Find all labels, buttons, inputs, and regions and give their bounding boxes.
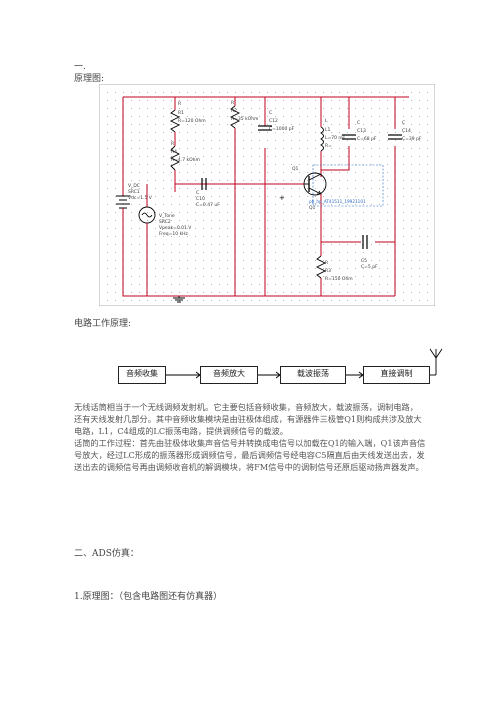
c10-value-label: C=0.47 uF [196,202,220,208]
vtone-source: V_Tone SRC2 Vpeak=0.01 V Freq=10 kHz [138,196,192,237]
r4-resistor: R R4 R=4.7 kOhm [169,141,200,171]
c10-name-label: C10 [196,196,205,202]
l1-value-label: L=70 nH [325,135,345,141]
block-diagram-arrows [165,348,443,379]
c12-value-label: C=1000 pF [269,126,295,132]
section-heading-ads: 二、ADS仿真： [74,549,139,559]
r3-type-label: R [325,260,328,266]
c10-type-label: C [196,190,199,196]
c14-capacitor: C C14 C=39 pF [388,120,422,142]
r1-resistor: R R1 R=120 Ohm [169,101,206,133]
l1-name-label: L1 [325,127,331,133]
r3-name-label: R3 [325,268,331,274]
c13-value-label: C=68 pF [357,136,377,142]
c14-name-label: C14 [402,128,411,134]
l1-type-label: L [325,118,328,124]
description-paragraph-1: 无线话筒相当于一个无线调频发射机。它主要包括音频收集，音频放大，载波振荡，调制电… [74,402,422,436]
vdc-name-label: SRC1 [128,189,140,195]
r1-name-label: R1 [178,110,184,116]
r2-value-label: R=35 kOhm [231,116,258,122]
q1-name-label: Q1 [292,166,299,172]
l1-inductor: L L1 L=70 nH R= [320,118,345,152]
subheading-schematic: 1.原理图：（包含电路图还有仿真器） [74,592,223,602]
vtone-name-label: SRC2 [159,219,171,225]
schematic-wires [122,96,409,297]
block-direct-modulation: 直接调制 [363,366,430,384]
l1-r-label: R= [325,143,332,149]
description-paragraph-2: 话筒的工作过程：首先由驻极体收集声音信号并转换成电信号以加载在Q1的输入端，Q1… [74,438,426,472]
vdc-type-label: V_DC [128,183,140,189]
r4-type-label: R [171,141,174,147]
r1-type-label: R [178,101,181,107]
r3-value-label: R=150 Ohm [325,276,353,282]
q1-transistor: Q1 Q1 pb_hp_AT41511_19921101 + [279,166,366,211]
bjt-selection-box [312,164,384,207]
c12-name-label: C12 [269,118,278,124]
r2-resistor: R R2 R=35 kOhm [229,100,258,129]
vtone-type-label: V_Tone [159,213,175,219]
c12-type-label: C [269,110,272,116]
c13-type-label: C [357,120,360,126]
working-principle-label: 电路工作原理: [74,319,132,329]
schematic-label: 原理图: [74,74,105,84]
ground-symbol [173,296,185,303]
r4-name-label: R4 [171,149,177,155]
vtone-freq-label: Freq=10 kHz [159,231,189,237]
block-audio-collection: 音频收集 [118,366,166,384]
q1-name-label-lower: Q1 [309,205,316,211]
section-heading-1: 一. [74,62,86,72]
block-audio-amplification: 音频放大 [200,366,258,384]
r2-name-label: R2 [231,108,237,114]
c5-value-label: C=5 pF [361,264,378,270]
c14-value-label: C=39 pF [402,136,422,142]
bjt-model-label: pb_hp_AT41511_19921101 [309,199,366,204]
c5-name-label: C5 [361,258,367,264]
c13-capacitor: C C13 C=68 pF [342,120,377,142]
circuit-schematic: R R1 R=120 Ohm R R2 R=35 kOhm R R4 R=4.7… [99,84,435,306]
r3-resistor: R R3 R=150 Ohm [315,255,353,282]
vdc-value-label: Vdc=1.5 V [128,195,153,201]
c12-capacitor: C C12 C=1000 pF [258,110,295,132]
c14-type-label: C [402,120,405,126]
c13-name-label: C13 [357,128,366,134]
vtone-vpeak-label: Vpeak=0.01 V [159,225,192,231]
c10-capacitor: C C10 C=0.47 uF [196,178,220,208]
vdc-source: V_DC SRC1 Vdc=1.5 V [116,183,153,228]
block-carrier-oscillation: 载波振荡 [280,366,346,384]
c5-capacitor: C5 C=5 pF [361,235,378,270]
r2-type-label: R [231,100,234,106]
plus-marker: + [279,194,285,202]
r1-value-label: R=120 Ohm [178,118,206,124]
r4-value-label: R=4.7 kOhm [171,157,200,163]
